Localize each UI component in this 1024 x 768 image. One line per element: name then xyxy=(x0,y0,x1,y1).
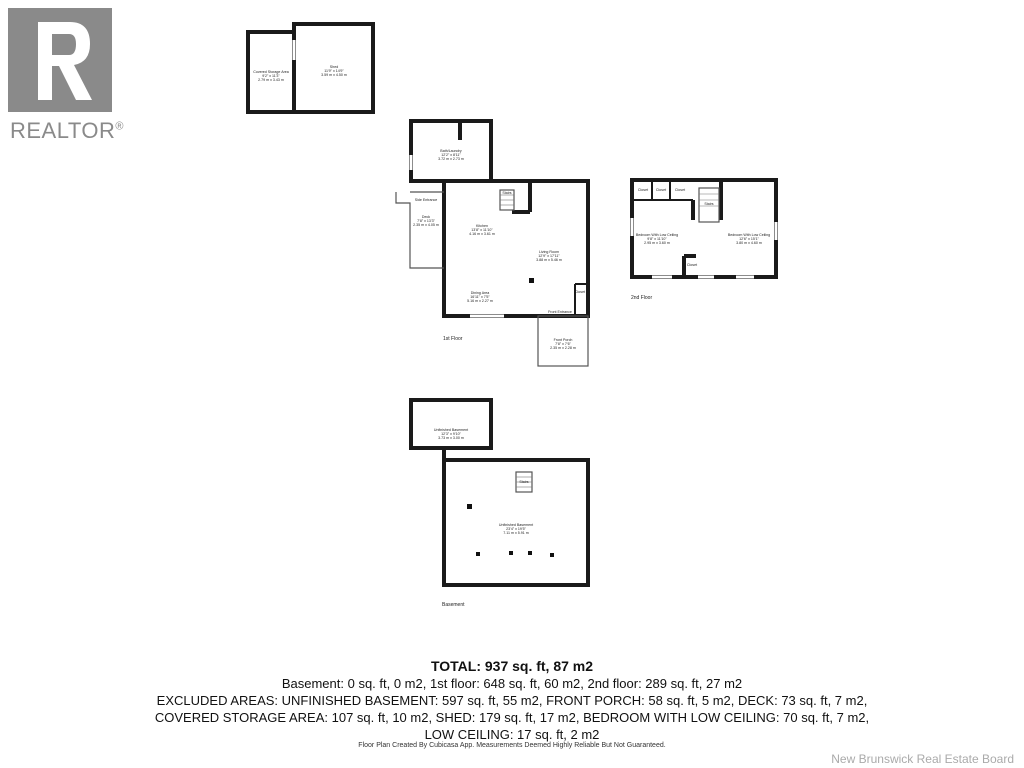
svg-text:2.35 m x 2.28 m: 2.35 m x 2.28 m xyxy=(550,346,576,350)
svg-text:11'9" x 14'9": 11'9" x 14'9" xyxy=(324,69,344,73)
svg-text:9'2" x 11'3": 9'2" x 11'3" xyxy=(262,74,280,78)
shed-walls xyxy=(292,22,375,114)
label-kitchen: Kitchen xyxy=(476,224,488,228)
svg-text:16'11" x 7'5": 16'11" x 7'5" xyxy=(470,295,490,299)
excluded-areas-3: LOW CEILING: 17 sq. ft, 2 m2 xyxy=(424,727,600,742)
label-front-porch: Front Porch xyxy=(554,338,573,342)
first-floor-walls xyxy=(442,179,590,318)
svg-text:12'3" x 9'10": 12'3" x 9'10" xyxy=(441,432,461,436)
realtor-logo-icon xyxy=(8,8,112,112)
realtor-r-icon xyxy=(38,22,92,100)
svg-text:7.11 m x 5.91 m: 7.11 m x 5.91 m xyxy=(503,531,529,535)
label-unfinished-basement-main: Unfinished Basement xyxy=(499,523,533,527)
label-closet-5: Closet xyxy=(575,290,585,294)
svg-text:2.79 m x 3.43 m: 2.79 m x 3.43 m xyxy=(258,78,284,82)
stairs-2nd-floor xyxy=(698,187,720,223)
label-unfinished-basement-small: Unfinished Basement xyxy=(434,428,468,432)
label-bedroom-b: Bedroom With Low Ceiling xyxy=(728,233,770,237)
svg-text:5.16 m x 2.27 m: 5.16 m x 2.27 m xyxy=(467,299,493,303)
label-front-entrance: Front Entrance xyxy=(548,310,572,314)
svg-text:3.73 m x 3.00 m: 3.73 m x 3.00 m xyxy=(438,436,464,440)
svg-text:3.72 m x 2.73 m: 3.72 m x 2.73 m xyxy=(438,157,464,161)
unfinished-basement-small-walls xyxy=(409,398,493,450)
label-closet-1: Closet xyxy=(638,188,648,192)
label-basement: Basement xyxy=(442,602,465,608)
svg-text:3.59 m x 4.50 m: 3.59 m x 4.50 m xyxy=(321,73,347,77)
label-bedroom-a: Bedroom With Low Ceiling xyxy=(636,233,678,237)
excluded-areas-2: COVERED STORAGE AREA: 107 sq. ft, 10 m2,… xyxy=(154,710,870,725)
svg-text:4.16 m x 3.61 m: 4.16 m x 3.61 m xyxy=(469,232,495,236)
area-breakdown: Basement: 0 sq. ft, 0 m2, 1st floor: 648… xyxy=(281,676,743,691)
board-watermark: New Brunswick Real Estate Board xyxy=(831,752,1014,766)
svg-text:7'8" x 13'3": 7'8" x 13'3" xyxy=(417,219,435,223)
label-closet-4: Closet xyxy=(687,263,697,267)
total-area: TOTAL: 937 sq. ft, 87 m2 xyxy=(430,658,594,674)
deck-outline xyxy=(395,191,444,269)
svg-text:12'9" x 17'11": 12'9" x 17'11" xyxy=(538,254,560,258)
svg-text:3.80 m x 4.60 m: 3.80 m x 4.60 m xyxy=(736,241,762,245)
svg-text:2.95 m x 3.60 m: 2.95 m x 3.60 m xyxy=(644,241,670,245)
svg-text:3.88 m x 5.46 m: 3.88 m x 5.46 m xyxy=(536,258,562,262)
svg-text:23'4" x 19'5": 23'4" x 19'5" xyxy=(506,527,526,531)
basement-posts xyxy=(467,278,554,557)
label-stairs-2nd: Stairs xyxy=(704,202,713,206)
label-living-room: Living Room xyxy=(539,250,559,254)
svg-text:2.35 m x 4.05 m: 2.35 m x 4.05 m xyxy=(413,223,439,227)
label-bath-laundry: Bath/Laundry xyxy=(440,149,462,153)
label-shed: Shed xyxy=(330,65,338,69)
label-stairs-1st: Stairs xyxy=(502,191,511,195)
label-closet-3: Closet xyxy=(675,188,685,192)
second-floor-walls xyxy=(630,178,778,279)
svg-text:7'8" x 7'6": 7'8" x 7'6" xyxy=(555,342,571,346)
front-porch-outline xyxy=(537,315,589,367)
svg-text:12'6" x 15'1": 12'6" x 15'1" xyxy=(739,237,759,241)
label-2nd-floor: 2nd Floor xyxy=(631,295,652,301)
plan-credit: Floor Plan Created By Cubicasa App. Meas… xyxy=(358,742,666,749)
label-deck: Deck xyxy=(422,215,430,219)
unfinished-basement-main-walls xyxy=(442,448,590,587)
label-side-entrance: Side Entrance xyxy=(415,198,438,202)
realtor-wordmark: REALTOR® xyxy=(10,118,124,143)
excluded-areas-1: EXCLUDED AREAS: UNFINISHED BASEMENT: 597… xyxy=(156,693,868,708)
label-dining-area: Dining Area xyxy=(471,291,490,295)
area-summary: TOTAL: 937 sq. ft, 87 m2 Basement: 0 sq.… xyxy=(0,658,1024,743)
label-covered-storage: Covered Storage Area xyxy=(253,70,289,74)
label-1st-floor: 1st Floor xyxy=(443,336,463,342)
label-stairs-basement: Stairs xyxy=(519,480,528,484)
label-closet-2: Closet xyxy=(656,188,666,192)
svg-text:12'2" x 8'11": 12'2" x 8'11" xyxy=(441,153,461,157)
svg-text:13'8" x 11'10": 13'8" x 11'10" xyxy=(471,228,493,232)
svg-text:9'8" x 11'10": 9'8" x 11'10" xyxy=(647,237,667,241)
